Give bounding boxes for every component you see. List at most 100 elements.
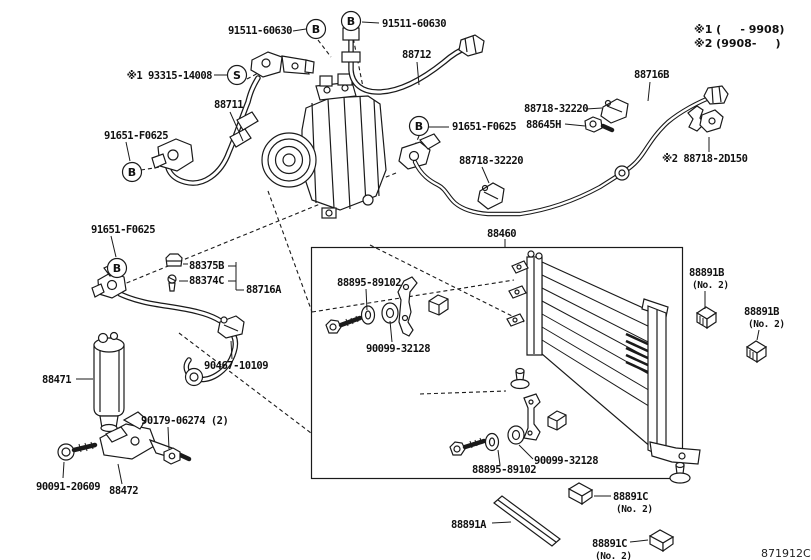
clamp-88718-2d150-part: [699, 109, 724, 133]
label-90467-10109: 90467-10109: [204, 360, 268, 372]
callout-b: B: [113, 262, 121, 275]
rubber-mount: [510, 367, 530, 390]
callout-b: B: [347, 15, 355, 28]
callout-b-circle: [408, 115, 430, 137]
label-88472: 88472: [109, 485, 138, 497]
pipe-88716b-nut: [703, 85, 729, 105]
hose-88716a-flange: [184, 367, 204, 387]
nut-90179-part: [163, 447, 181, 465]
label-88895-89102-upper: 88895-89102: [337, 277, 401, 289]
hose-clamp-ring: [236, 111, 259, 131]
mount-bracket-lower: [523, 393, 541, 441]
label-88891c-1-no2: (No. 2): [616, 504, 653, 515]
seal-parts: [493, 306, 768, 553]
bolt-part: [449, 441, 466, 456]
mount-bracket-upper: [397, 276, 418, 337]
label-91511-60630-right: 91511-60630: [382, 18, 446, 30]
fastener-group-lower: [449, 425, 525, 456]
label-90099-32128-upper: 90099-32128: [366, 343, 430, 355]
hose-88716a-group: [91, 253, 245, 387]
pipe-junction-flange: [614, 165, 630, 181]
label-91511-60630-left: 91511-60630: [228, 25, 292, 37]
hose-clamp-ring: [229, 128, 252, 148]
label-88891b-2-no2: (No. 2): [748, 319, 785, 330]
cap-88375b-part: [165, 253, 183, 267]
bolt-90091-part: [57, 443, 75, 461]
note-spec-2: ※2 (9908- ): [694, 37, 781, 50]
leader-lines: [62, 21, 760, 543]
figure-code: 871912C: [761, 547, 811, 560]
label-88718-32220-upper: 88718-32220: [524, 103, 588, 115]
note-spec-1: ※1 ( - 9908): [694, 23, 784, 36]
label-88891b-1: 88891B: [689, 267, 724, 279]
condenser-hook: [508, 285, 527, 299]
label-91651-f0625-center: 91651-F0625: [452, 121, 516, 133]
label-88891b-2: 88891B: [744, 306, 779, 318]
label-88895-89102-lower: 88895-89102: [472, 464, 536, 476]
condenser-assembly-box: [310, 246, 684, 480]
label-91651-f0625-upper: 91651-F0625: [104, 130, 168, 142]
label-88711: 88711: [214, 99, 243, 111]
label-88891c-1: 88891C: [613, 491, 648, 503]
fastener-group-upper: [325, 276, 449, 337]
callout-b-circle: [340, 10, 362, 32]
condenser-88460: [506, 250, 701, 484]
label-88718-32220-lower: 88718-32220: [459, 155, 523, 167]
label-88891c-2: 88891C: [592, 538, 627, 550]
label-90091-20609: 90091-20609: [36, 481, 100, 493]
label-93315-14008: ※1 93315-14008: [127, 70, 213, 82]
label-88891b-1-no2: (No. 2): [692, 280, 729, 291]
pipe-88716b: [412, 85, 729, 217]
label-88374c: 88374C: [189, 275, 224, 287]
compressor: [261, 73, 441, 219]
washer-88895-part: [484, 432, 500, 452]
label-88891c-2-no2: (No. 2): [595, 551, 632, 560]
label-88460: 88460: [487, 228, 516, 240]
label-88716a: 88716A: [246, 284, 282, 296]
seal-88891c-part: [567, 482, 594, 506]
label-88716b: 88716B: [634, 69, 669, 81]
callout-b-circle: [121, 161, 143, 183]
callout-b: B: [128, 166, 136, 179]
compressor-pulley: [261, 132, 317, 188]
label-88375b: 88375B: [189, 260, 224, 272]
callout-s: S: [233, 69, 241, 82]
notes: ※1 ( - 9908) ※2 (9908- ): [694, 23, 784, 50]
callout-b: B: [312, 23, 320, 36]
label-90099-32128-lower: 90099-32128: [534, 455, 598, 467]
condenser-hook: [506, 313, 525, 327]
seal-88891b-part: [745, 340, 768, 364]
seal-88891b-part: [695, 306, 718, 330]
hose-88711-fitting-block: [250, 51, 283, 78]
condenser-foot: [649, 441, 701, 465]
label-88712: 88712: [402, 49, 431, 61]
callout-b-circle: [305, 18, 327, 40]
rubber-mount: [669, 461, 691, 484]
label-90179-06274: 90179-06274 (2): [141, 415, 228, 427]
hose-88712-nut: [458, 34, 485, 57]
cushion-90099-part: [507, 425, 525, 445]
bolt-part: [325, 319, 342, 334]
callout-circles: B B S B B B: [106, 10, 430, 279]
hose-88711: [151, 51, 315, 186]
part-labels: 91511-60630 91511-60630 ※1 93315-14008 8…: [36, 18, 785, 560]
label-88645h: 88645H: [526, 119, 561, 131]
valve-88374c-part: [168, 282, 176, 292]
label-88471: 88471: [42, 374, 71, 386]
label-88891a: 88891A: [451, 519, 487, 531]
label-91651-f0625-lower: 91651-F0625: [91, 224, 155, 236]
washer-88895-part: [360, 305, 376, 325]
compressor-suction-fitting: [398, 141, 431, 170]
receiver-drier-88471: [93, 331, 125, 433]
condenser-hook: [511, 260, 529, 274]
callout-s-circle: [226, 64, 248, 86]
callout-b-circle: [106, 257, 128, 279]
hose-88712: [341, 27, 485, 95]
seal-88891c-part: [648, 529, 675, 553]
bracket-88472-group: [57, 411, 192, 465]
callout-b: B: [415, 120, 423, 133]
cushion-90099-part: [381, 302, 399, 324]
valve-88645h-part: [584, 116, 603, 133]
